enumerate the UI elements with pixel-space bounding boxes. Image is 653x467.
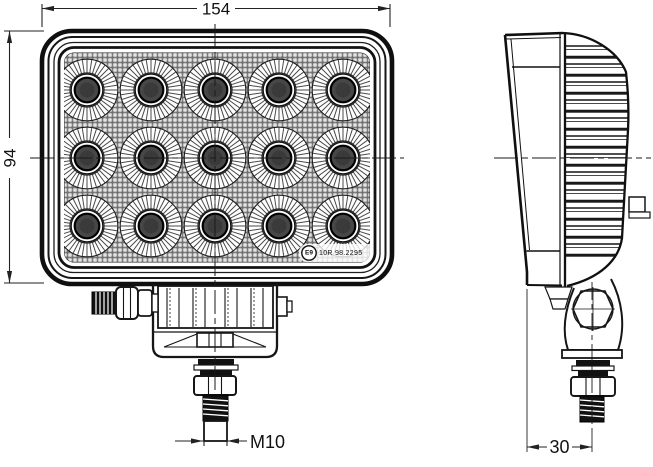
- e-mark-circle-icon: [301, 245, 317, 261]
- fin: [564, 81, 629, 95]
- led-unit: [64, 58, 119, 122]
- fin: [564, 153, 629, 167]
- led-unit: [64, 194, 119, 258]
- fin: [564, 189, 629, 203]
- dimension-width-154: 154: [41, 0, 391, 27]
- dim-thread-label: M10: [250, 432, 285, 452]
- dimension-thread-m10: M10: [175, 432, 285, 452]
- lens-side: [503, 31, 567, 287]
- dim-depth-label: 30: [549, 437, 569, 457]
- approval-mark: E9 10R 98.2295: [299, 244, 370, 262]
- connector-tab: [628, 196, 651, 219]
- mounting-bracket-front: [91, 284, 293, 442]
- fin: [564, 117, 629, 131]
- dim-width-label: 154: [202, 0, 230, 19]
- e-mark-label: E9: [305, 250, 313, 257]
- fin: [564, 63, 629, 77]
- dim-height-label: 94: [1, 149, 20, 168]
- side-view: [494, 31, 651, 428]
- front-view: E9 10R 98.2295: [30, 24, 404, 442]
- fin: [564, 45, 629, 59]
- mounting-stud-front: [193, 359, 239, 442]
- led-unit: [247, 58, 311, 122]
- cable-gland: [91, 286, 159, 320]
- led-unit: [311, 58, 370, 122]
- dimension-depth-30: 30: [526, 289, 593, 457]
- dimension-height-94: 94: [0, 30, 44, 284]
- fin: [564, 171, 629, 185]
- fin: [564, 135, 629, 149]
- fin: [564, 207, 629, 221]
- housing-side-profile: [562, 31, 630, 288]
- led-unit: [247, 194, 311, 258]
- approval-code: 10R 98.2295: [319, 250, 362, 257]
- mounting-stud-side: [570, 360, 616, 423]
- led-unit: [119, 194, 183, 258]
- led-unit: [119, 58, 183, 122]
- mounting-bracket-side: [544, 278, 624, 423]
- fin-array: [564, 45, 629, 257]
- fin: [564, 99, 629, 113]
